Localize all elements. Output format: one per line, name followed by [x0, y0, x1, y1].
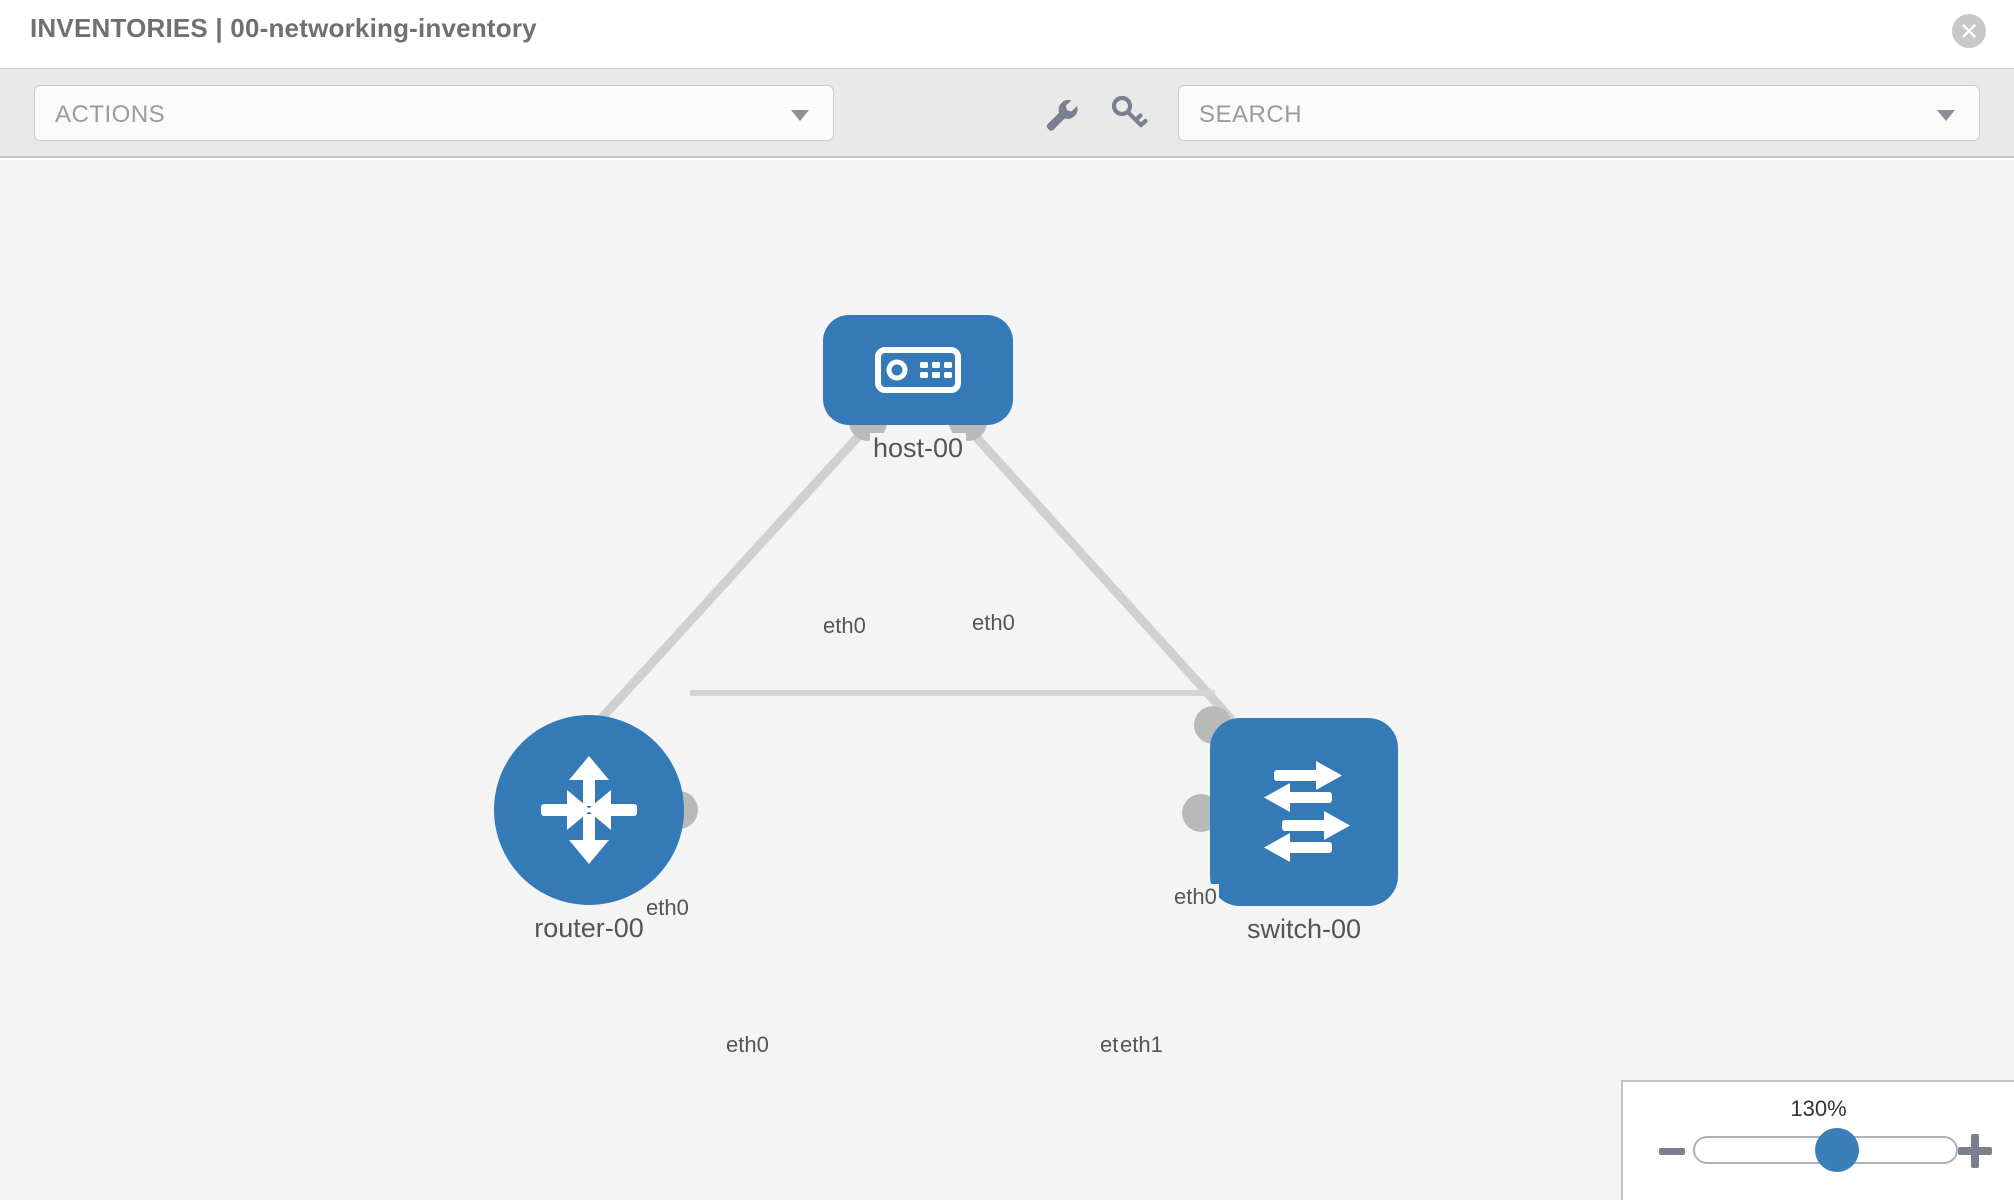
zoom-level-label: 130%	[1790, 1096, 1847, 1121]
chevron-down-icon	[791, 110, 809, 121]
interface-label: eth0	[644, 895, 691, 921]
router-arrows-icon	[541, 756, 637, 864]
search-input[interactable]: SEARCH	[1178, 85, 1980, 141]
node-switch-00[interactable]: switch-00	[1182, 706, 1398, 945]
chevron-down-icon[interactable]	[1937, 110, 1955, 121]
interface-label: eth0	[724, 1032, 771, 1058]
close-icon[interactable]	[1952, 14, 1986, 48]
toolbar: ACTIONS SEARCH	[0, 68, 2014, 158]
interface-label: eth0	[821, 613, 868, 639]
link-host-switch	[964, 424, 1236, 724]
zoom-control-panel: 130%	[1621, 1080, 2014, 1200]
interface-label: eth0	[970, 610, 1017, 636]
switch-arrows-icon	[1264, 761, 1350, 862]
plus-icon[interactable]	[1958, 1134, 1992, 1168]
node-switch-shape[interactable]	[1210, 718, 1398, 906]
key-icon[interactable]	[1106, 91, 1150, 135]
page-header: INVENTORIES | 00-networking-inventory	[0, 0, 2014, 68]
actions-dropdown-label: ACTIONS	[55, 101, 166, 128]
topology-canvas[interactable]: host-00	[0, 160, 2014, 1200]
link-host-router	[596, 424, 870, 724]
minus-icon[interactable]	[1659, 1148, 1685, 1155]
node-router-00[interactable]: router-00	[494, 715, 698, 944]
node-label-switch-00: switch-00	[1243, 914, 1365, 945]
node-label-router-00: router-00	[531, 913, 647, 944]
zoom-slider-thumb[interactable]	[1815, 1128, 1859, 1172]
server-icon	[875, 347, 961, 393]
interface-label: eth0	[1172, 884, 1219, 910]
search-placeholder: SEARCH	[1199, 101, 1303, 128]
node-host-00[interactable]: host-00	[823, 315, 1013, 464]
wrench-icon[interactable]	[1038, 91, 1082, 135]
node-router-shape[interactable]	[494, 715, 684, 905]
page-title: INVENTORIES | 00-networking-inventory	[30, 13, 537, 43]
interface-label: eth1	[1118, 1032, 1165, 1058]
node-host-shape[interactable]	[823, 315, 1013, 425]
actions-dropdown[interactable]: ACTIONS	[34, 85, 834, 141]
topology-links	[596, 424, 1236, 724]
node-label-host-00: host-00	[869, 433, 967, 464]
